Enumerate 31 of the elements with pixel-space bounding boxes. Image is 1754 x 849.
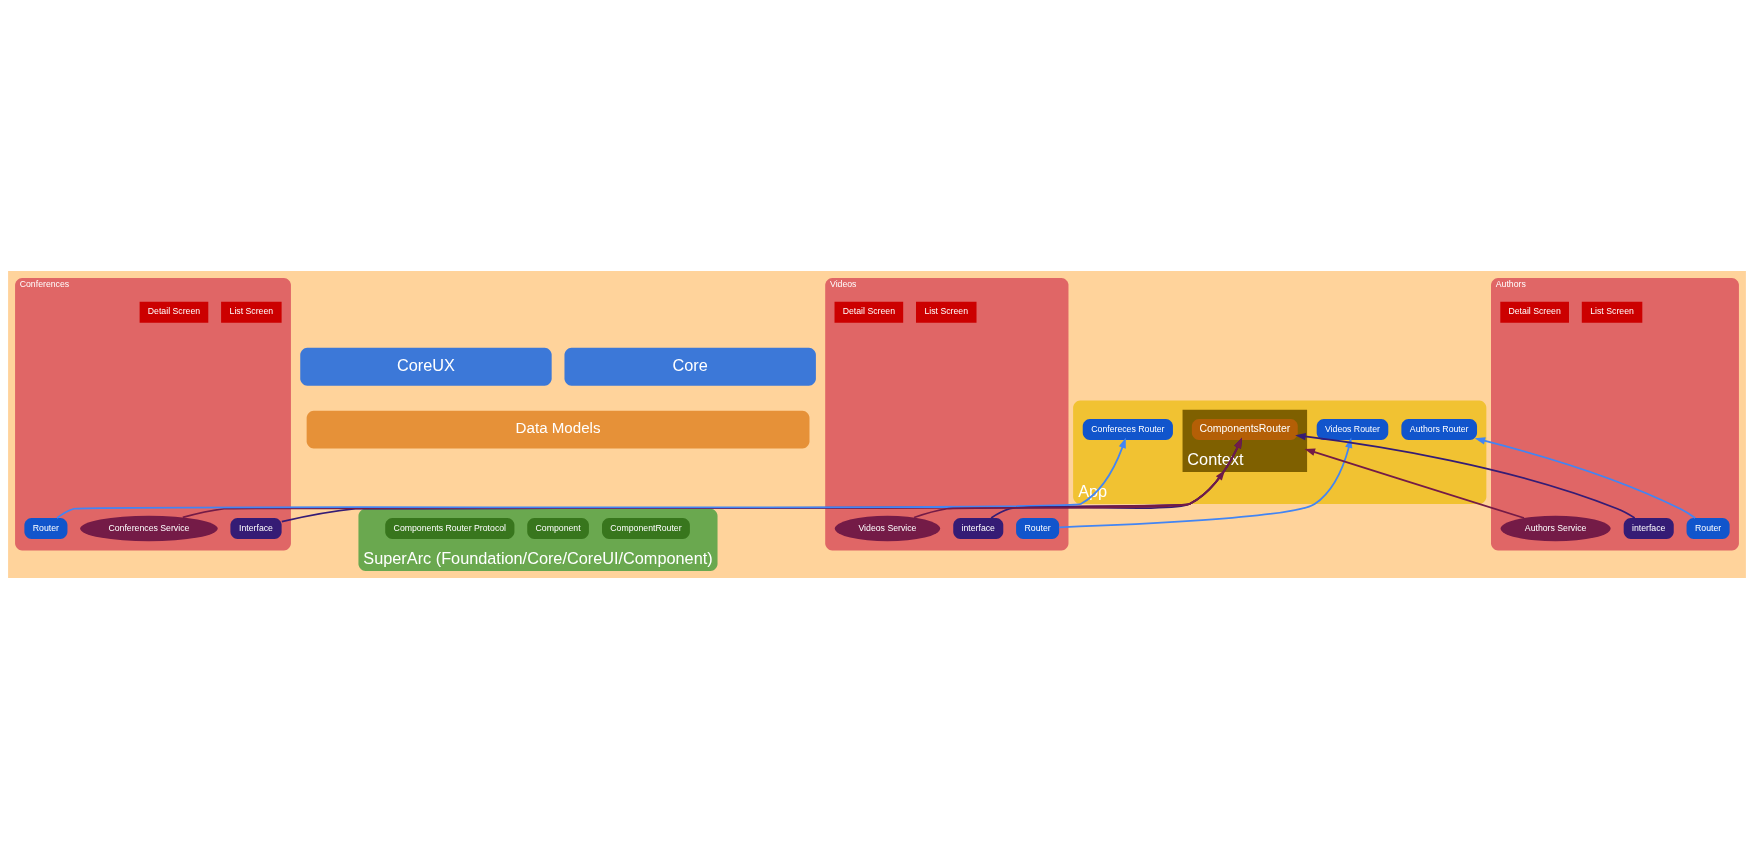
arrow [56, 437, 1126, 519]
arrow [1304, 448, 1525, 519]
node-box: interface [1623, 518, 1674, 539]
node-box: Confereces Router [1082, 419, 1173, 441]
arrow [1474, 437, 1697, 519]
node-box: Core [564, 347, 816, 386]
node-ellipse: Conferences Service [80, 515, 218, 542]
arrow [1058, 437, 1353, 529]
node-box: List Screen [916, 301, 977, 323]
node-box: Components Router Protocol [385, 518, 515, 539]
node-box: Router [1016, 518, 1060, 539]
node-box: Videos Router [1316, 419, 1389, 441]
node-box: CoreUX [300, 347, 552, 386]
node-box: Component [527, 518, 589, 539]
node-box: Detail Screen [1500, 301, 1569, 323]
node-box: Router [1686, 518, 1730, 539]
arrow [1295, 432, 1636, 519]
node-ellipse: Videos Service [834, 515, 941, 542]
node-box: interface [953, 518, 1004, 539]
node-box: Authors Router [1401, 419, 1478, 441]
node-box: List Screen [221, 301, 282, 323]
node-box: ComponentsRouter [1191, 419, 1298, 441]
node-box: Interface [230, 518, 282, 539]
node-ellipse: Authors Service [1500, 515, 1611, 542]
node-box: Router [24, 518, 68, 539]
node-box: Detail Screen [139, 301, 209, 323]
node-box: Data Models [306, 410, 810, 449]
node-box: ComponentRouter [602, 518, 690, 539]
node-box: Detail Screen [834, 301, 904, 323]
node-box: List Screen [1581, 301, 1643, 323]
arrow [913, 437, 1242, 519]
